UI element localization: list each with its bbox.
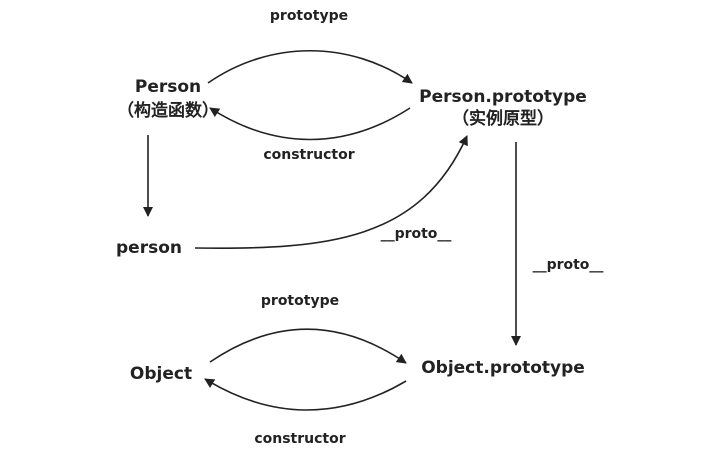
edge-object-prototype-label: prototype — [261, 293, 339, 309]
edge-object-constructor-arrow — [204, 378, 407, 411]
edge-person-prototype-arrow — [207, 49, 413, 84]
edge-person-proto-arrow — [194, 135, 468, 250]
edge-person-constructor-label: constructor — [263, 147, 354, 163]
node-person-constructor-name: Person — [135, 77, 201, 97]
node-person-constructor-subtitle: （构造函数） — [117, 100, 219, 121]
node-object-constructor: Object — [130, 364, 192, 384]
node-object-prototype: Object.prototype — [421, 358, 585, 378]
edge-person-constructor-arrow — [209, 107, 411, 141]
node-person-prototype-name: Person.prototype — [419, 87, 587, 107]
edge-object-constructor-label: constructor — [254, 431, 345, 447]
edge-person-prototype-proto-label: __proto__ — [533, 257, 604, 273]
node-person-prototype-subtitle: （实例原型） — [452, 108, 554, 129]
edge-person-proto-label: __proto__ — [381, 226, 452, 242]
edge-object-prototype-arrow — [209, 328, 407, 364]
node-person-instance: person — [116, 238, 182, 258]
edge-person-prototype-label: prototype — [270, 8, 348, 24]
